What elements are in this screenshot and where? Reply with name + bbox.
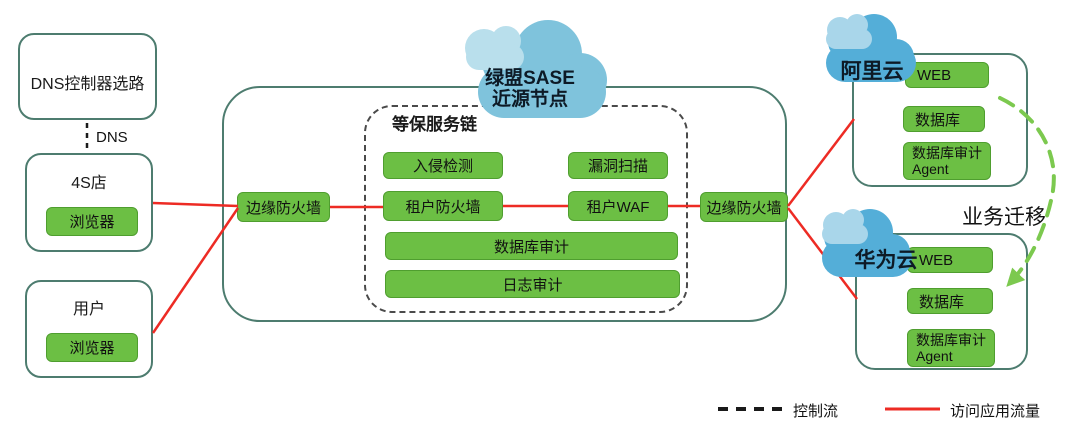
dns-router-label: DNS控制器选路 [30, 76, 145, 93]
aliyun-db-node: 数据库 [903, 106, 985, 132]
dns-router-box: DNS控制器选路 [18, 33, 157, 120]
huawei-db-node: 数据库 [907, 288, 993, 314]
intrusion-detection-node: 入侵检测 [383, 152, 503, 179]
user-box: 用户 [25, 280, 153, 378]
migration-label: 业务迁移 [962, 206, 1046, 229]
service-chain-title: 等保服务链 [392, 115, 477, 134]
store-title: 4S店 [71, 175, 107, 192]
tenant-firewall-node: 租户防火墙 [383, 191, 503, 221]
huawei-db-agent-node: 数据库审计Agent [907, 329, 995, 367]
aliyun-web-node: WEB [905, 62, 989, 88]
user-title: 用户 [72, 301, 105, 318]
huawei-web-node: WEB [907, 247, 993, 273]
db-audit-node: 数据库审计 [385, 232, 678, 260]
edge-firewall-left-node: 边缘防火墙 [237, 192, 330, 222]
traffic-firewall-to-aliyun [787, 118, 855, 207]
edge-firewall-right-node: 边缘防火墙 [700, 192, 788, 222]
store-browser-node: 浏览器 [46, 207, 138, 236]
legend-app-traffic-label: 访问应用流量 [950, 403, 1041, 420]
dns-link-label: DNS [96, 129, 128, 146]
user-browser-node: 浏览器 [46, 333, 138, 362]
traffic-firewall-to-huawei [787, 207, 858, 300]
aliyun-db-agent-node: 数据库审计Agent [903, 142, 991, 180]
legend-control-flow-label: 控制流 [793, 403, 839, 420]
store-box: 4S店 [25, 153, 153, 252]
vuln-scan-node: 漏洞扫描 [568, 152, 668, 179]
tenant-waf-node: 租户WAF [568, 191, 668, 221]
log-audit-node: 日志审计 [385, 270, 680, 298]
